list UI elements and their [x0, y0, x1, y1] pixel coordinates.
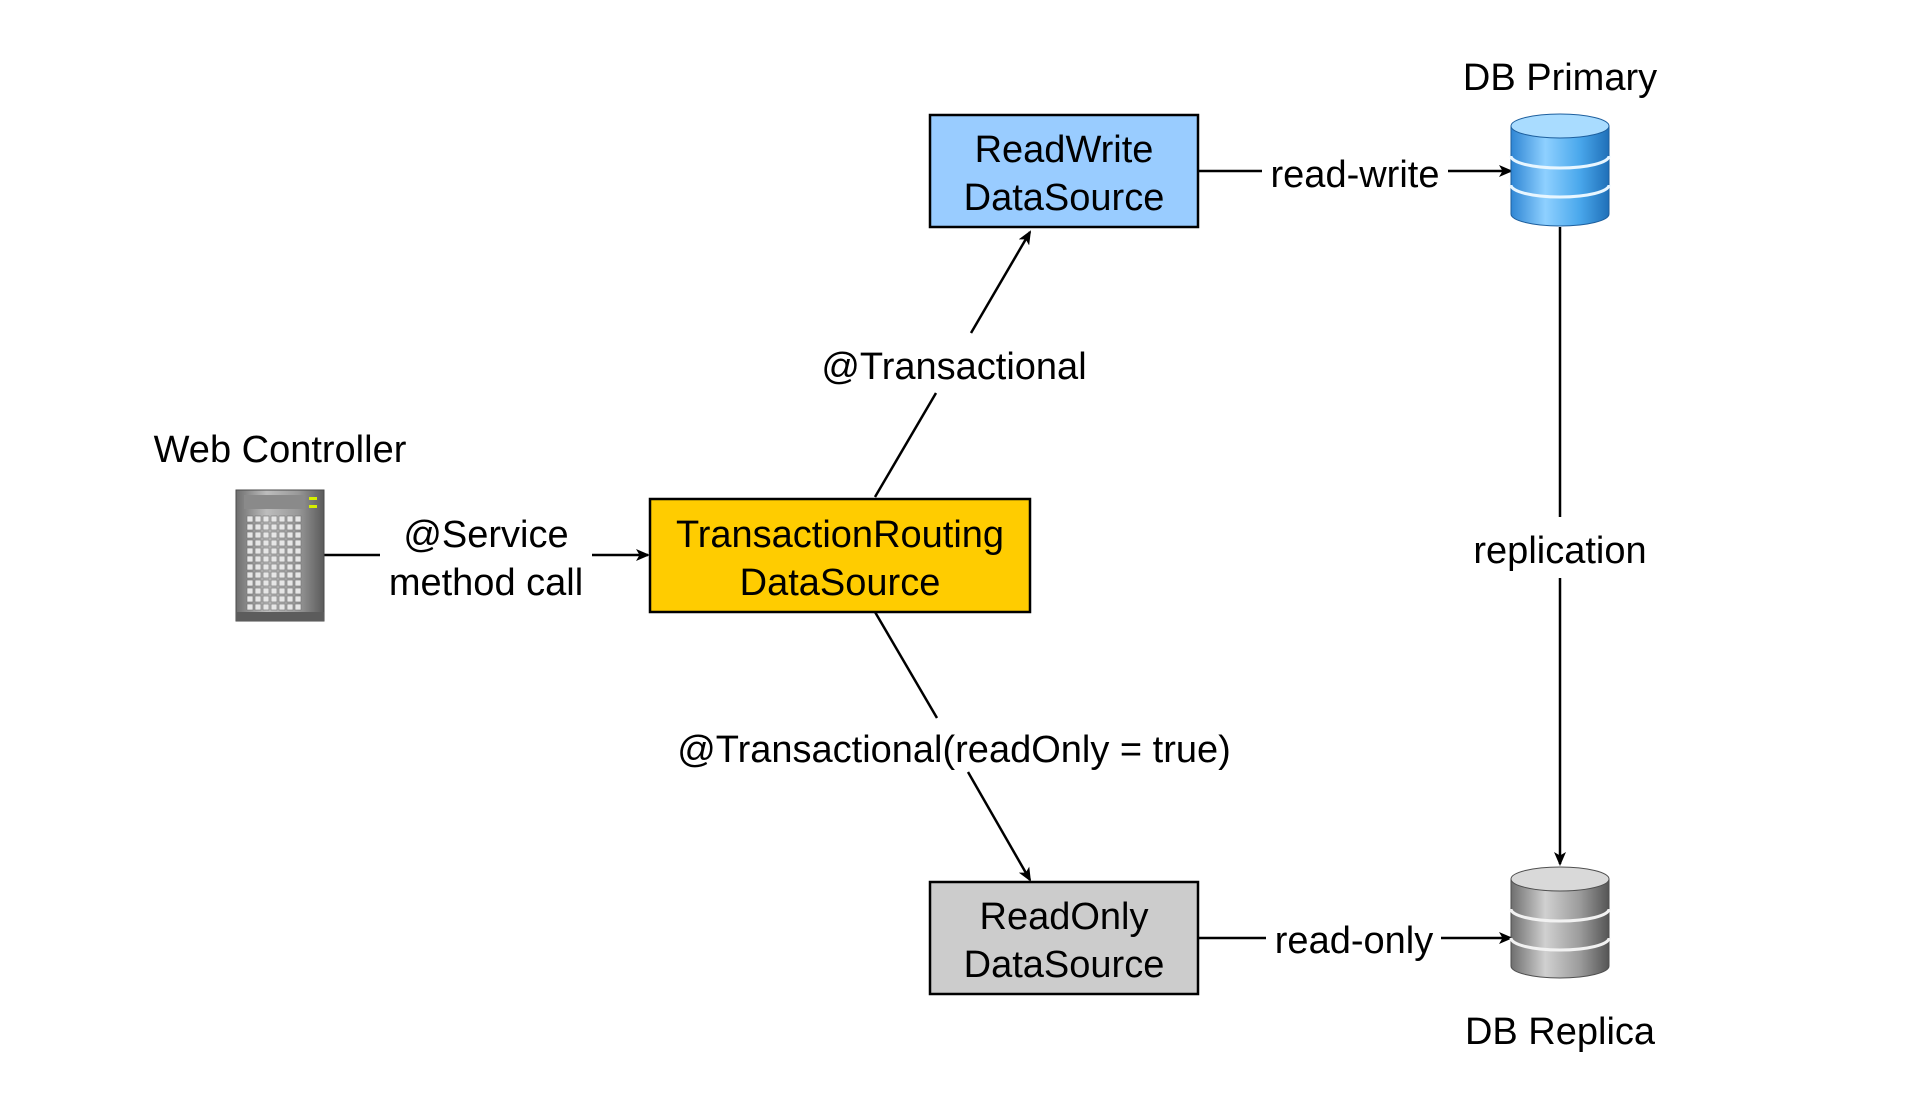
readonly-box	[928, 880, 1200, 996]
edge-replication: replication	[1473, 227, 1647, 866]
node-db-primary: DB Primary	[1463, 57, 1657, 227]
node-readonly-datasource: ReadOnly DataSource	[928, 880, 1200, 996]
edge-transactional: @Transactional	[821, 230, 1087, 498]
web-controller-label: Web Controller	[154, 429, 407, 471]
edge-label-service: @Service	[403, 514, 568, 556]
readwrite-label-line2: DataSource	[964, 177, 1165, 219]
edge-label-method-call: method call	[389, 562, 583, 604]
database-icon	[1509, 113, 1611, 227]
readonly-label-line2: DataSource	[964, 944, 1165, 986]
db-primary-label: DB Primary	[1463, 57, 1657, 99]
edge-label-read-write: read-write	[1271, 154, 1440, 196]
edge-label-read-only: read-only	[1275, 920, 1433, 962]
database-icon	[1509, 866, 1611, 979]
edge-label-transactional-readonly: @Transactional(readOnly = true)	[677, 729, 1231, 771]
edge-transactional-readonly: @Transactional(readOnly = true)	[677, 611, 1231, 882]
edge-service-call: @Service method call	[322, 514, 650, 604]
readwrite-box	[928, 113, 1200, 229]
readwrite-label-line1: ReadWrite	[975, 129, 1154, 171]
node-db-replica: DB Replica	[1465, 866, 1656, 1053]
node-web-controller: Web Controller	[154, 429, 407, 622]
node-readwrite-datasource: ReadWrite DataSource	[928, 113, 1200, 229]
edge-read-only: read-only	[1198, 920, 1513, 962]
routing-box	[648, 497, 1032, 614]
readonly-label-line1: ReadOnly	[980, 896, 1149, 938]
db-replica-label: DB Replica	[1465, 1011, 1656, 1053]
node-transaction-routing-datasource: TransactionRouting DataSource	[648, 497, 1032, 614]
edge-read-write: read-write	[1198, 154, 1513, 196]
routing-label-line1: TransactionRouting	[676, 514, 1004, 556]
routing-label-line2: DataSource	[740, 562, 941, 604]
edge-label-transactional: @Transactional	[821, 346, 1086, 388]
edge-label-replication: replication	[1473, 530, 1646, 572]
server-tower-icon	[235, 489, 325, 622]
